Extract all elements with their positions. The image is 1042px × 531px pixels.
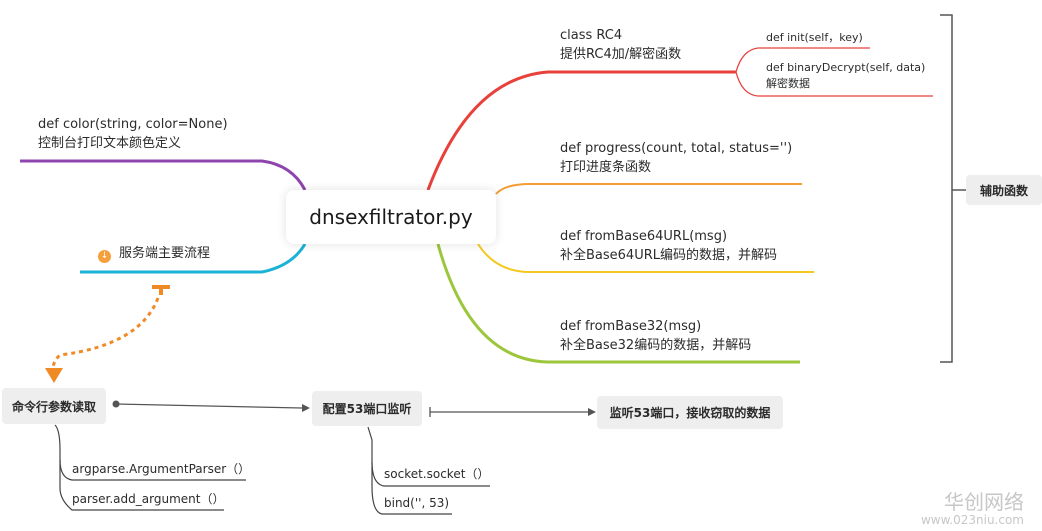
progress-node[interactable]: def progress(count, total, status='') 打印…: [560, 139, 792, 177]
progress-description: 打印进度条函数: [560, 160, 652, 175]
color-def-node[interactable]: def color(string, color=None) 控制台打印文本颜色定…: [38, 115, 228, 153]
add-argument-item[interactable]: parser.add_argument（）: [72, 491, 224, 507]
rc4-node[interactable]: class RC4 提供RC4加/解密函数: [560, 26, 681, 64]
dashed-relation-line: [51, 297, 160, 373]
rc4-decrypt-node[interactable]: def binaryDecrypt(self, data) 解密数据: [766, 60, 925, 92]
central-topic-label: dnsexfiltrator.py: [309, 205, 473, 229]
branch-b32-line: [436, 243, 800, 364]
rc4-init-node[interactable]: def init(self，key): [766, 30, 863, 46]
socket-label: socket.socket（）: [384, 467, 490, 481]
b32-signature: def fromBase32(msg): [560, 319, 702, 334]
b32-node[interactable]: def fromBase32(msg) 补全Base32编码的数据，并解码: [560, 317, 751, 355]
helper-functions-box[interactable]: 辅助函数: [966, 175, 1042, 205]
rc4-decrypt-description: 解密数据: [766, 77, 810, 90]
config-listen-box[interactable]: 配置53端口监听: [312, 391, 422, 426]
watermark-url: www.023niu.com: [920, 513, 1024, 527]
rc4-decrypt-signature: def binaryDecrypt(self, data): [766, 61, 926, 74]
socket-item[interactable]: socket.socket（）: [384, 466, 489, 482]
bind-label: bind('', 53): [384, 496, 450, 510]
cmd-args-label: 命令行参数读取: [11, 399, 96, 414]
listen-receive-box[interactable]: 监听53端口，接收窃取的数据: [597, 396, 783, 429]
color-def-description: 控制台打印文本颜色定义: [38, 136, 182, 151]
central-topic[interactable]: dnsexfiltrator.py: [286, 190, 496, 244]
progress-signature: def progress(count, total, status=''): [560, 141, 793, 156]
watermark-title: 华创网络: [944, 490, 1024, 514]
branch-rc4-line: [426, 70, 736, 191]
arrow-right-icon-2: [588, 408, 596, 416]
rc4-class-name: class RC4: [560, 28, 623, 43]
rc4-decrypt-line: [735, 71, 933, 97]
add-argument-label: parser.add_argument（）: [72, 492, 225, 506]
b64-node[interactable]: def fromBase64URL(msg) 补全Base64URL编码的数据，…: [560, 227, 777, 265]
server-flow-node[interactable]: ↓ 服务端主要流程: [98, 244, 210, 263]
helper-functions-label: 辅助函数: [979, 183, 1028, 198]
argparse-label: argparse.ArgumentParser（）: [72, 462, 251, 476]
b64-signature: def fromBase64URL(msg): [560, 229, 728, 244]
listen-receive-label: 监听53端口，接收窃取的数据: [609, 406, 771, 420]
bind-item[interactable]: bind('', 53): [384, 495, 449, 511]
arrow-right-icon: [302, 404, 310, 412]
watermark: 华创网络 www.023niu.com: [921, 491, 1024, 527]
rc4-description: 提供RC4加/解密函数: [560, 47, 682, 62]
rc4-init-line: [735, 47, 870, 73]
arrow-down-circle-icon: ↓: [98, 250, 111, 263]
config-listen-label: 配置53端口监听: [322, 402, 412, 416]
argparse-item[interactable]: argparse.ArgumentParser（）: [72, 461, 250, 477]
b64-description: 补全Base64URL编码的数据，并解码: [560, 248, 777, 263]
color-def-signature: def color(string, color=None): [38, 117, 228, 132]
cmd-args-box[interactable]: 命令行参数读取: [2, 388, 106, 424]
branch-b64-line: [477, 243, 814, 273]
branch-server-flow-line: [80, 243, 307, 274]
arrowhead-icon: [45, 368, 63, 383]
helper-bracket: [940, 14, 953, 363]
branch-color-line: [20, 159, 307, 191]
rc4-init-label: def init(self，key): [766, 31, 863, 44]
b32-description: 补全Base32编码的数据，并解码: [560, 338, 752, 353]
server-flow-label: 服务端主要流程: [119, 246, 211, 261]
branch-progress-line: [495, 183, 802, 195]
